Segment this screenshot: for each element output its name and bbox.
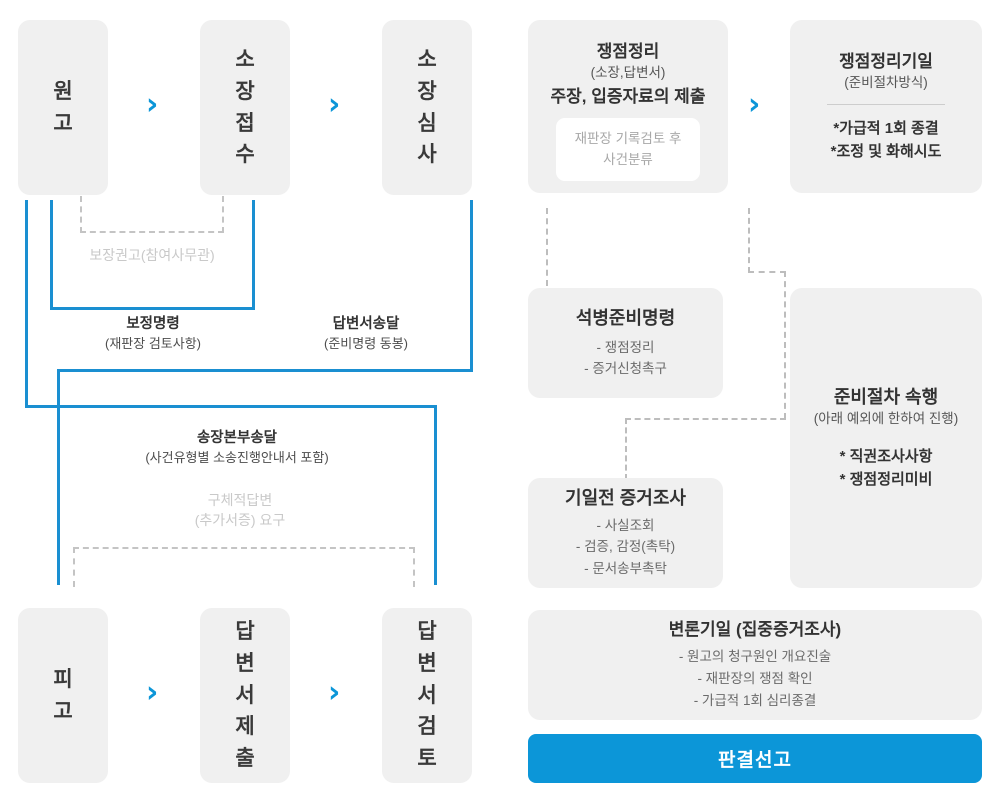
prep-order-items: - 쟁점정리 - 증거신청촉구 (584, 337, 667, 381)
divider (827, 103, 945, 105)
prehearing-evidence-item-2: - 검증, 감정(촉탁) (575, 539, 676, 555)
argument-hearing-item-3: - 가급적 1회 심리종결 (693, 693, 817, 709)
verdict-announcement-button[interactable]: 판결선고 (528, 734, 982, 783)
prehearing-evidence-items: - 사실조회 - 검증, 감정(촉탁) - 문서송부촉탁 (576, 515, 675, 581)
label-bojang-gwongo: 보장권고(참여사무관) (89, 247, 215, 263)
dashed-box-bojang-gwongo (80, 196, 224, 233)
issue-hearing-bullet-1: *가급적 1회 종결 (833, 119, 939, 137)
prep-continuation-title: 준비절차 속행 (833, 386, 939, 407)
prep-order-item-2: - 증거신청촉구 (584, 361, 667, 377)
chevron-right-icon-1: › (146, 87, 159, 122)
verdict-announcement-label: 판결선고 (718, 750, 792, 771)
label-songjang-bonbu-songdal: 송장본부송달 (사건유형별 소송진행안내서 포함) (145, 430, 329, 466)
chevron-right-icon-5: › (748, 87, 761, 122)
connector-u-left (50, 200, 53, 310)
dashed-connector-down-to-prehearing (625, 418, 627, 480)
dashed-connector-horizontal-upper (748, 271, 786, 273)
dashed-connector-horizontal-lower (625, 418, 786, 420)
card-issue-organization[interactable]: 쟁점정리 (소장,답변서) 주장, 입증자료의 제출 재판장 기록검토 후 사건… (528, 20, 728, 193)
connector-outer-vertical (25, 200, 28, 408)
prep-continuation-subtitle: (아래 예외에 한하여 진행) (813, 411, 959, 427)
label-bojeong-myeongryeong: 보정명령 (재판장 검토사항) (105, 316, 201, 352)
issue-hearing-subtitle: (준비절차방식) (844, 75, 928, 91)
card-prehearing-evidence[interactable]: 기일전 증거조사 - 사실조회 - 검증, 감정(촉탁) - 문서송부촉탁 (528, 478, 723, 588)
label-dapbyeonseo-songdal: 답변서송달 (준비명령 동봉) (323, 316, 409, 352)
dashed-box-guchejeok-dapbyeon (73, 547, 415, 587)
argument-hearing-items: - 원고의 청구원인 개요진술 - 재판장의 쟁점 확인 - 가급적 1회 심리… (679, 646, 831, 712)
connector-u-bottom (50, 307, 255, 310)
connector-u-right (252, 200, 255, 310)
issue-organization-inner-note: 재판장 기록검토 후 사건분류 (556, 118, 700, 181)
connector-lower-left-vertical (57, 369, 60, 585)
chevron-right-icon-3: › (146, 675, 159, 710)
argument-hearing-title: 변론기일 (집중증거조사) (668, 619, 842, 639)
issue-organization-heading2: 주장, 입증자료의 제출 (550, 87, 706, 107)
prep-continuation-bullet-2: * 쟁점정리미비 (839, 471, 933, 489)
dashed-connector-vertical-right-upper (748, 208, 750, 273)
prehearing-evidence-item-3: - 문서송부촉탁 (584, 561, 667, 577)
issue-organization-title: 쟁점정리 (596, 42, 660, 61)
label-guchejeok-dapbyeon: 구체적답변 (추가서증) 요구 (194, 492, 286, 529)
prehearing-evidence-item-1: - 사실조회 (596, 517, 655, 533)
chevron-right-icon-2: › (328, 87, 341, 122)
connector-right-vertical-top (470, 200, 473, 372)
dashed-connector-down-from-issue-org (546, 208, 548, 286)
prehearing-evidence-title: 기일전 증거조사 (565, 487, 686, 508)
card-issue-hearing[interactable]: 쟁점정리기일 (준비절차방식) *가급적 1회 종결 *조정 및 화해시도 (790, 20, 982, 193)
issue-organization-subtitle: (소장,답변서) (590, 65, 666, 81)
issue-hearing-bullet-2: *조정 및 화해시도 (830, 143, 942, 160)
connector-lower-right-vertical (434, 405, 437, 585)
prep-continuation-bullet-1: * 직권조사사항 (839, 447, 933, 465)
prep-continuation-bullets: * 직권조사사항 * 쟁점정리미비 (840, 445, 933, 492)
card-argument-hearing[interactable]: 변론기일 (집중증거조사) - 원고의 청구원인 개요진술 - 재판장의 쟁점 … (528, 610, 982, 720)
argument-hearing-item-1: - 원고의 청구원인 개요진술 (678, 649, 832, 665)
inner-note-line-1: 재판장 기록검토 후 (574, 131, 682, 147)
connector-lower-top (25, 405, 437, 408)
card-clarification-prep-order[interactable]: 석병준비명령 - 쟁점정리 - 증거신청촉구 (528, 288, 723, 398)
chevron-right-icon-4: › (328, 675, 341, 710)
dashed-connector-vertical-right-lower (784, 271, 786, 419)
inner-note-line-2: 사건분류 (603, 151, 653, 167)
issue-hearing-bullets: *가급적 1회 종결 *조정 및 화해시도 (831, 117, 942, 164)
prep-order-item-1: - 쟁점정리 (596, 339, 655, 355)
argument-hearing-item-2: - 재판장의 쟁점 확인 (697, 671, 813, 687)
issue-hearing-title: 쟁점정리기일 (839, 51, 933, 71)
connector-right-horizontal-top (57, 369, 473, 372)
card-prep-continuation[interactable]: 준비절차 속행 (아래 예외에 한하여 진행) * 직권조사사항 * 쟁점정리미… (790, 288, 982, 588)
prep-order-title: 석병준비명령 (575, 307, 676, 328)
